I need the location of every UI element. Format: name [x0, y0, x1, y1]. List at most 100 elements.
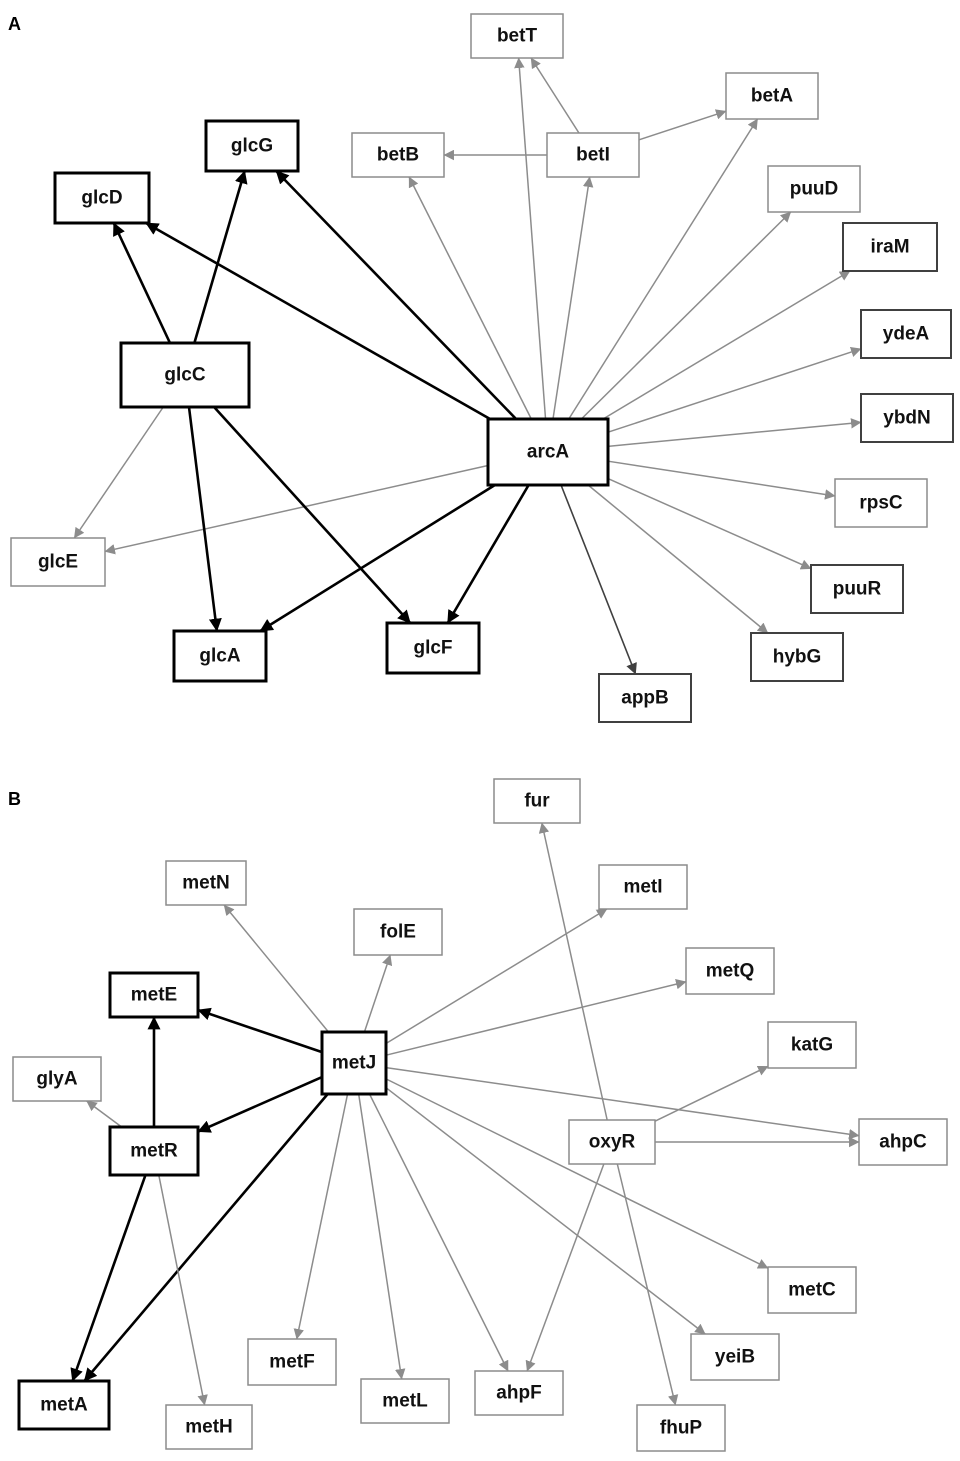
node-metQ: metQ	[685, 947, 775, 995]
node-label-arcA: arcA	[527, 442, 570, 463]
edge-metJ-to-metR	[197, 1075, 323, 1133]
node-katG: katG	[767, 1021, 857, 1069]
edge-arcA-to-betA	[568, 118, 759, 420]
node-fur: fur	[493, 778, 581, 824]
node-box-glyA	[12, 1056, 102, 1102]
node-puuD: puuD	[767, 165, 861, 213]
node-box-ydeA	[860, 309, 952, 359]
node-glcG: glcG	[204, 119, 300, 173]
edge-glcC-to-glcA	[187, 406, 222, 632]
node-box-glcA	[172, 629, 268, 683]
node-ahpF: ahpF	[474, 1370, 564, 1416]
node-fhuP: fhuP	[636, 1404, 726, 1452]
node-box-oxyR	[568, 1119, 656, 1165]
node-metF: metF	[247, 1338, 337, 1386]
node-label-glyA: glyA	[36, 1069, 77, 1090]
node-glcA: glcA	[172, 629, 268, 683]
edge-arcA-to-glcA	[259, 483, 496, 633]
edge-arcA-to-betI	[552, 176, 594, 420]
node-box-betB	[351, 132, 445, 178]
node-betA: betA	[725, 72, 819, 120]
node-label-iraM: iraM	[870, 237, 909, 258]
node-label-metQ: metQ	[706, 961, 755, 982]
edge-arcA-to-hybG	[587, 484, 769, 634]
node-label-puuR: puuR	[833, 579, 882, 600]
node-label-metJ: metJ	[332, 1053, 376, 1074]
node-metN: metN	[165, 860, 247, 906]
node-box-rpsC	[834, 478, 928, 528]
edge-arcA-to-rpsC	[607, 460, 836, 500]
node-box-metJ	[320, 1030, 388, 1096]
node-betB: betB	[351, 132, 445, 178]
node-label-glcG: glcG	[231, 136, 273, 157]
node-box-metE	[108, 971, 200, 1019]
node-box-metI	[598, 864, 688, 910]
node-label-glcE: glcE	[38, 552, 78, 573]
node-label-appB: appB	[621, 688, 669, 709]
node-box-glcC	[119, 341, 251, 409]
node-metL: metL	[360, 1378, 450, 1424]
node-label-betB: betB	[377, 145, 419, 166]
node-label-metC: metC	[788, 1280, 836, 1301]
node-label-oxyR: oxyR	[589, 1132, 636, 1153]
edge-oxyR-to-katG	[654, 1065, 769, 1122]
node-metR: metR	[108, 1125, 200, 1177]
node-label-betI: betI	[576, 145, 610, 166]
panel-b-label: B	[8, 789, 21, 809]
edge-glcC-to-glcD	[112, 222, 172, 344]
node-label-ybdN: ybdN	[883, 408, 931, 429]
edge-arcA-to-glcD	[145, 221, 491, 421]
node-glcC: glcC	[119, 341, 251, 409]
node-label-fhuP: fhuP	[660, 1418, 703, 1439]
edge-metR-to-metH	[158, 1174, 208, 1406]
node-label-metE: metE	[131, 985, 177, 1006]
node-box-metL	[360, 1378, 450, 1424]
node-glcD: glcD	[53, 171, 151, 225]
node-metI: metI	[598, 864, 688, 910]
edge-oxyR-to-fhuP	[616, 1163, 679, 1406]
node-label-metL: metL	[382, 1391, 428, 1412]
node-box-hybG	[750, 632, 844, 682]
node-ybdN: ybdN	[860, 393, 954, 443]
node-yeiB: yeiB	[690, 1333, 780, 1381]
node-box-betI	[546, 132, 640, 178]
node-oxyR: oxyR	[568, 1119, 656, 1165]
node-arcA: arcA	[486, 417, 610, 487]
node-label-glcC: glcC	[164, 365, 205, 386]
node-label-ahpF: ahpF	[496, 1383, 541, 1404]
node-box-betA	[725, 72, 819, 120]
edge-metJ-to-metN	[223, 904, 330, 1033]
node-box-iraM	[842, 222, 938, 272]
node-box-arcA	[486, 417, 610, 487]
node-ahpC: ahpC	[858, 1118, 948, 1166]
node-glcE: glcE	[10, 537, 106, 587]
edge-glcC-to-glcG	[193, 170, 248, 344]
edge-metJ-to-metQ	[385, 979, 687, 1056]
node-box-ahpC	[858, 1118, 948, 1166]
node-label-betA: betA	[751, 86, 794, 107]
edge-metR-to-metA	[70, 1174, 147, 1382]
node-label-hybG: hybG	[773, 647, 822, 668]
node-appB: appB	[598, 673, 692, 723]
edge-arcA-to-betB	[408, 176, 533, 420]
edge-arcA-to-ydeA	[607, 346, 862, 433]
node-box-betT	[470, 13, 564, 59]
node-box-ahpF	[474, 1370, 564, 1416]
node-label-metF: metF	[269, 1352, 314, 1373]
edge-metJ-to-metL	[357, 1093, 406, 1380]
node-label-katG: katG	[791, 1035, 833, 1056]
node-box-glcG	[204, 119, 300, 173]
edge-glcC-to-glcE	[73, 406, 164, 539]
edge-arcA-to-betT	[514, 57, 547, 420]
edge-metJ-to-folE	[363, 954, 393, 1033]
node-box-ybdN	[860, 393, 954, 443]
node-box-fur	[493, 778, 581, 824]
edge-arcA-to-glcG	[275, 170, 518, 420]
node-ydeA: ydeA	[860, 309, 952, 359]
node-label-glcF: glcF	[413, 638, 452, 659]
edge-arcA-to-glcE	[104, 464, 489, 555]
node-label-ahpC: ahpC	[879, 1132, 927, 1153]
node-iraM: iraM	[842, 222, 938, 272]
